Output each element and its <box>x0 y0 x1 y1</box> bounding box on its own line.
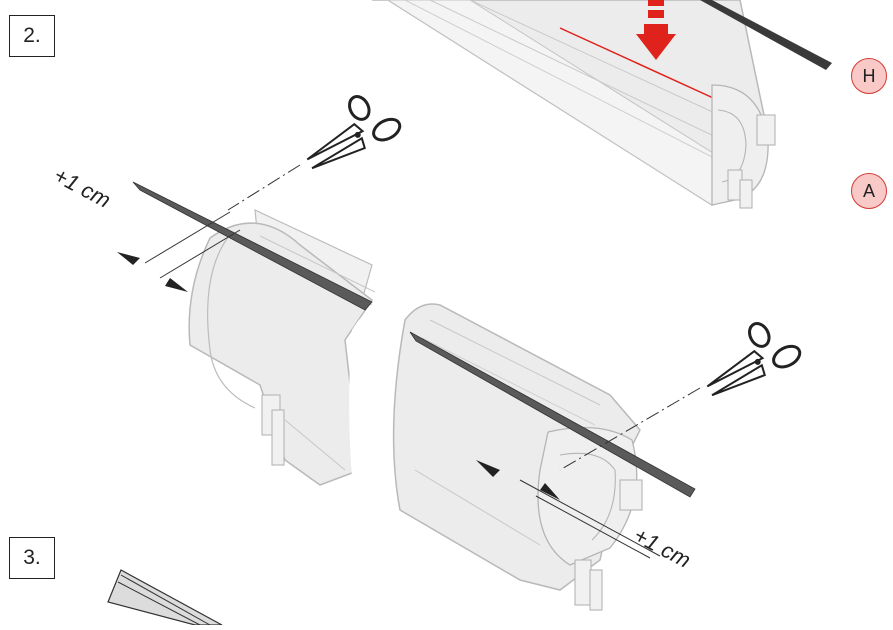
dimension-text-left: +1 cm <box>50 162 115 212</box>
top-profile <box>372 0 776 209</box>
scissors-icon <box>306 95 402 170</box>
break-band <box>349 290 418 510</box>
dimension-label-right: +1 cm <box>630 522 695 572</box>
step-label-3: 3. <box>9 537 55 579</box>
dimension-right <box>476 460 661 559</box>
step-number-3: 3. <box>23 546 41 569</box>
step-number-2: 2. <box>23 24 41 47</box>
callout-h-text: H <box>862 65 876 86</box>
dimension-text-right: +1 cm <box>630 522 695 572</box>
callout-a-text: A <box>862 180 875 201</box>
cut-line-right <box>559 387 701 471</box>
sealing-strip <box>132 181 696 498</box>
profile-left-segment <box>188 209 376 486</box>
dimension-left <box>117 211 241 292</box>
callout-h: H <box>851 58 887 94</box>
cut-line-left <box>227 164 301 211</box>
down-arrow-icon <box>636 0 676 60</box>
dimension-label-left: +1 cm <box>50 162 115 212</box>
callout-a: A <box>851 173 887 209</box>
step-label-2: 2. <box>9 15 55 57</box>
step3-strip <box>107 569 223 626</box>
top-strip <box>700 0 832 70</box>
scissors-icon <box>706 322 802 397</box>
